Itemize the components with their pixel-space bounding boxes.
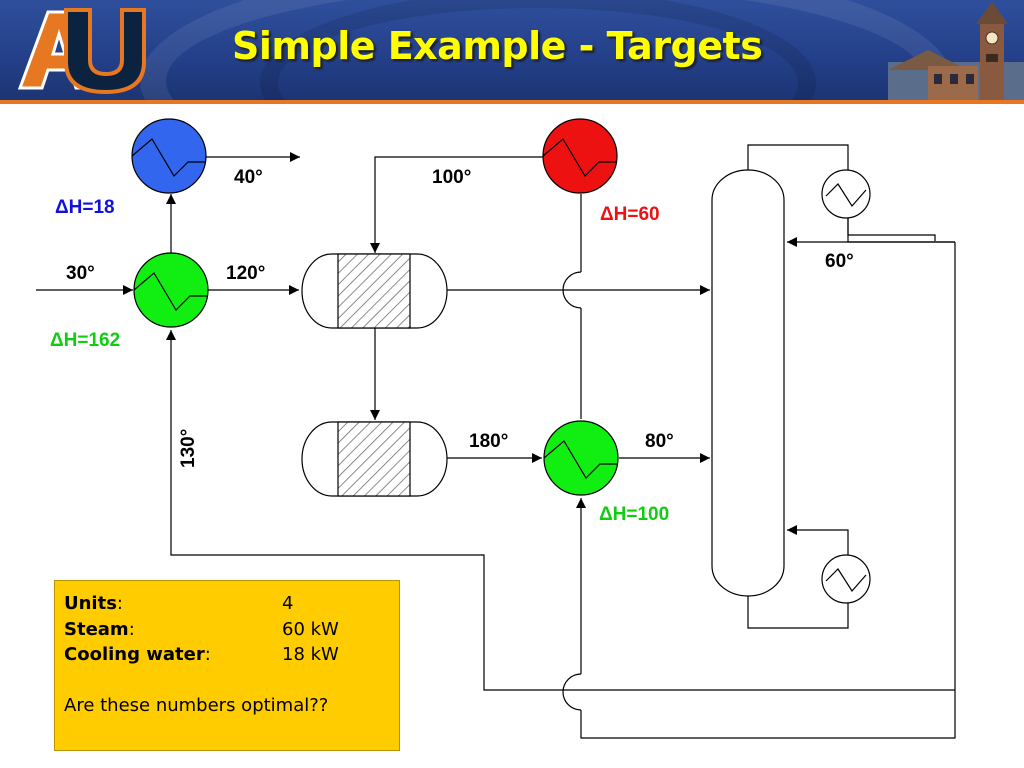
- cooler-outlet-temp: 40°: [234, 167, 263, 188]
- exchanger2-unit: [543, 420, 619, 496]
- steam-value: 60 kW: [282, 618, 339, 640]
- exchanger2-duty: ΔH=100: [599, 504, 669, 525]
- exchanger1-unit: [133, 252, 209, 328]
- clock-tower-image: [888, 0, 1024, 100]
- units-label: Units: [64, 593, 117, 614]
- bottoms-stream: [580, 242, 956, 739]
- condenser-unit: [821, 169, 871, 219]
- exchanger1-duty: ΔH=162: [50, 330, 120, 351]
- units-row: Units: 4: [64, 591, 389, 617]
- exchanger2-outlet-temp: 80°: [645, 431, 674, 452]
- reflux-temp: 60°: [825, 251, 854, 272]
- reboiler-unit: [821, 554, 871, 604]
- cooling-water-row: Cooling water: 18 kW: [64, 642, 389, 668]
- preheat-outlet-temp: 120°: [226, 263, 265, 284]
- reboiler-return: [787, 525, 849, 560]
- optimality-question: Are these numbers optimal??: [64, 695, 329, 717]
- cooler-unit: [131, 118, 207, 194]
- reactor2-vessel: [301, 421, 448, 497]
- au-logo: [8, 4, 148, 96]
- cooler-duty: ΔH=18: [55, 197, 115, 218]
- reactor1-vessel: [301, 253, 448, 329]
- hot-inlet-temp: 100°: [432, 167, 471, 188]
- cooling-water-value: 18 kW: [282, 644, 339, 666]
- heater-unit: [542, 118, 618, 194]
- header-rule: [0, 100, 1024, 104]
- exchanger2-inlet-temp: 180°: [469, 431, 508, 452]
- distillation-column: [711, 169, 785, 597]
- reflux-stream: [847, 212, 936, 241]
- heater-to-reactor-stream: [370, 156, 543, 253]
- feed-temp: 30°: [66, 263, 95, 284]
- cooling-water-label: Cooling water: [64, 644, 205, 666]
- bottoms-to-exchanger1-stream: [166, 330, 955, 691]
- units-value: 4: [282, 593, 294, 614]
- header-banner: [0, 0, 1024, 102]
- reboiler-loop: [747, 596, 849, 629]
- slide-title: Simple Example - Targets: [232, 24, 763, 68]
- condenser-loop: [747, 144, 849, 173]
- crossover-hop-lower: [562, 673, 582, 711]
- steam-label: Steam: [64, 618, 129, 640]
- targets-summary-box: Units: 4 Steam: 60 kW Cooling water: 18 …: [54, 580, 400, 751]
- bottoms-return-temp: 130°: [178, 429, 199, 468]
- steam-row: Steam: 60 kW: [64, 617, 389, 643]
- heater-duty: ΔH=60: [600, 204, 660, 225]
